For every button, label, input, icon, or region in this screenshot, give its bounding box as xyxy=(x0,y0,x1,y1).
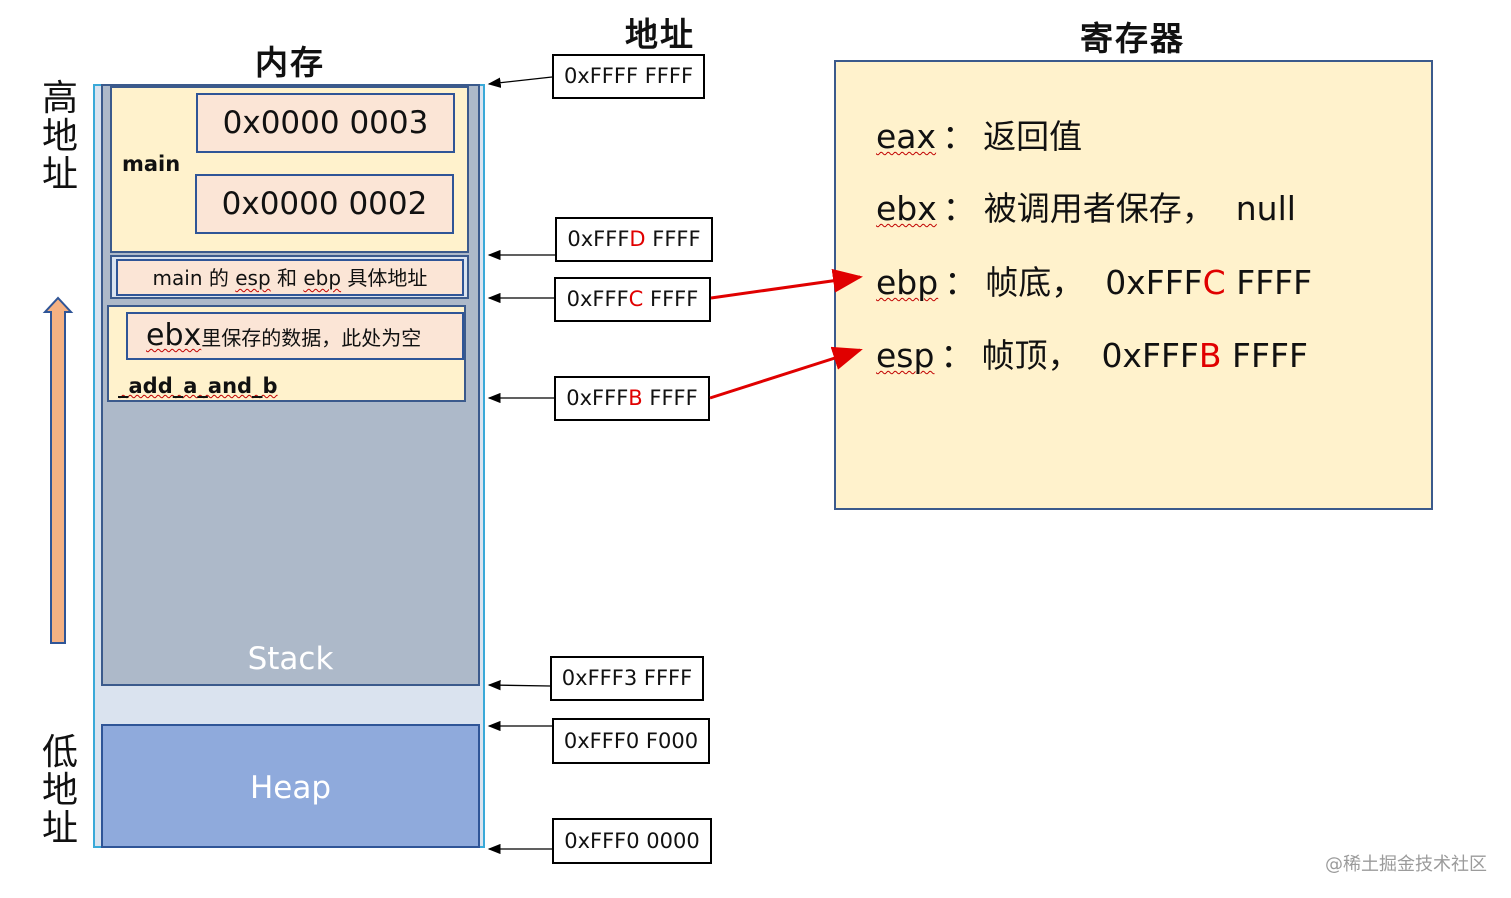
memory-title: 内存 xyxy=(255,43,325,82)
register-ebp: ebp：帧底， 0xFFFC FFFF xyxy=(876,256,1312,304)
saved-text-esp: esp xyxy=(235,266,271,290)
address-box: 0xFFF0 F000 xyxy=(552,718,710,764)
high-address-label: 高 地 址 xyxy=(40,80,80,194)
address-box: 0xFFFD FFFF xyxy=(555,217,713,262)
address-highlight: B xyxy=(628,386,643,410)
add-frame-label: _add_a_and_b xyxy=(118,374,278,398)
register-name: ebp xyxy=(876,263,939,302)
register-ebx: ebx：被调用者保存， null xyxy=(876,182,1296,230)
register-value: FFFF xyxy=(1225,263,1313,302)
address-box: 0xFFF3 FFFF xyxy=(550,656,704,701)
address-box: 0xFFF0 0000 xyxy=(552,818,712,864)
address-text: 0xFFF xyxy=(566,287,629,311)
address-arrow xyxy=(487,76,553,88)
register-name: esp xyxy=(876,336,935,375)
ebp-pointer-arrow xyxy=(710,268,863,300)
saved-text-ebp: ebp xyxy=(303,266,342,290)
low-char-3: 址 xyxy=(41,808,78,849)
saved-text-part: main 的 xyxy=(152,266,236,290)
address-box: 0xFFFB FFFF xyxy=(554,376,710,421)
main-value-2: 0x0000 0002 xyxy=(195,174,454,234)
address-title: 地址 xyxy=(625,15,695,54)
register-value: 0xFFF xyxy=(1105,263,1203,302)
address-text: FFFF xyxy=(642,386,698,410)
address-text: 0xFFF xyxy=(566,386,629,410)
registers-title: 寄存器 xyxy=(1080,19,1185,58)
address-highlight: C xyxy=(628,287,644,311)
heap-label: Heap xyxy=(249,770,332,806)
register-highlight: B xyxy=(1198,336,1222,375)
address-text: FFFF xyxy=(645,227,701,251)
ebx-prefix: ebx xyxy=(146,318,202,353)
register-name: ebx xyxy=(876,189,937,228)
low-address-label: 低 地 址 xyxy=(40,734,80,848)
register-sep: ： xyxy=(942,189,976,228)
register-value: 0xFFF xyxy=(1101,336,1199,375)
register-highlight: C xyxy=(1202,263,1226,302)
register-sep: ： xyxy=(944,263,978,302)
main-frame-label: main xyxy=(122,152,181,176)
address-text: 0xFFF0 F000 xyxy=(563,729,699,753)
register-desc: 返回值 xyxy=(983,117,1083,156)
register-name: eax xyxy=(876,117,937,156)
address-text: 0xFFFF FFFF xyxy=(563,64,694,88)
register-desc: 被调用者保存， null xyxy=(983,189,1296,228)
address-text: 0xFFF0 0000 xyxy=(564,829,700,853)
address-text: FFFF xyxy=(643,287,699,311)
stack-growth-arrow xyxy=(42,296,74,644)
ebx-saved-slot: ebx里保存的数据，此处为空 xyxy=(126,312,464,360)
high-char-2: 地 xyxy=(41,116,78,157)
register-eax: eax：返回值 xyxy=(876,110,1082,158)
register-desc: 帧底， xyxy=(985,263,1106,302)
saved-text-part: 和 xyxy=(270,266,304,290)
address-box: 0xFFFF FFFF xyxy=(552,54,705,99)
register-desc: 帧顶， xyxy=(981,336,1102,375)
ebx-description: 里保存的数据，此处为空 xyxy=(201,326,422,350)
watermark: @稀土掘金技术社区 xyxy=(1325,854,1487,875)
low-char-1: 低 xyxy=(41,732,78,773)
saved-text-part: 具体地址 xyxy=(341,266,428,290)
address-text: 0xFFF3 FFFF xyxy=(561,666,693,690)
low-char-2: 地 xyxy=(41,770,78,811)
high-char-1: 高 xyxy=(41,78,78,119)
register-sep: ： xyxy=(940,336,974,375)
saved-pointer-text: main 的 esp 和 ebp 具体地址 xyxy=(116,259,464,296)
high-char-3: 址 xyxy=(41,154,78,195)
heap-region: Heap xyxy=(101,724,480,848)
stack-label: Stack xyxy=(247,641,334,677)
address-highlight: D xyxy=(629,227,646,251)
address-arrow xyxy=(487,679,551,691)
register-sep: ： xyxy=(942,117,976,156)
esp-pointer-arrow xyxy=(709,346,863,400)
register-esp: esp：帧顶， 0xFFFB FFFF xyxy=(876,329,1308,377)
main-value-1: 0x0000 0003 xyxy=(196,93,455,153)
address-box: 0xFFFC FFFF xyxy=(554,277,711,322)
address-text: 0xFFF xyxy=(567,227,630,251)
register-value: FFFF xyxy=(1221,336,1308,375)
